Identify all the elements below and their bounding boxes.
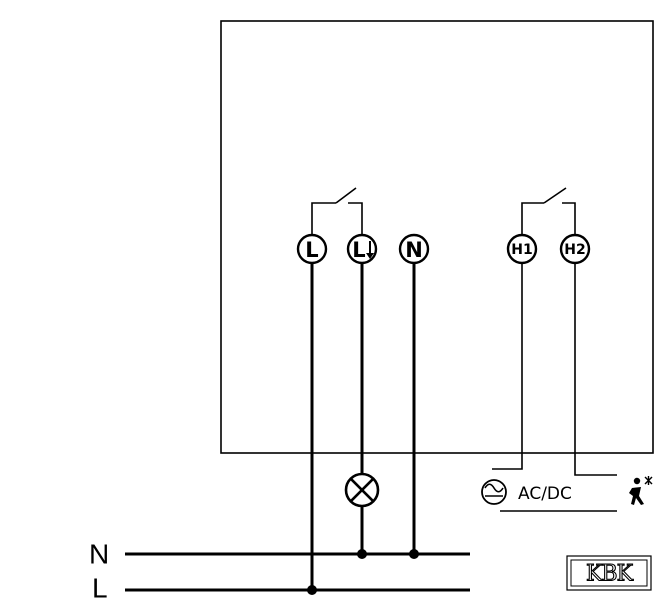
device-housing [220,20,654,454]
bus-label-l: L [92,573,108,600]
wire-h2 [574,262,617,476]
kbk-logo-text: KBK [586,562,634,587]
junction-dot [409,549,419,559]
ac-dc-source-icon [481,479,507,505]
relay-contact-icon [521,187,576,235]
lamp-icon [344,472,380,508]
arrow-down-icon [366,241,374,259]
terminal-l-label: L [305,238,318,262]
bus-label-n: N [89,539,109,570]
terminal-n-label: N [405,238,423,262]
wire-h1 [492,262,523,470]
terminal-l: L [296,233,328,265]
terminal-l-out-label: L [352,238,365,262]
kbk-logo: KBK [566,555,652,591]
terminal-l-out: L [346,233,378,265]
terminal-n: N [398,233,430,265]
junction-dot [357,549,367,559]
terminal-h1-label: H1 [511,242,532,258]
person-motion-icon [629,476,653,505]
relay-contact-icon [311,187,363,235]
terminal-h2-label: H2 [564,242,585,258]
sensor-voltage-label: AC/DC [518,484,572,504]
terminal-h2: H2 [559,233,591,265]
junction-dot [307,585,317,595]
terminal-h1: H1 [506,233,538,265]
